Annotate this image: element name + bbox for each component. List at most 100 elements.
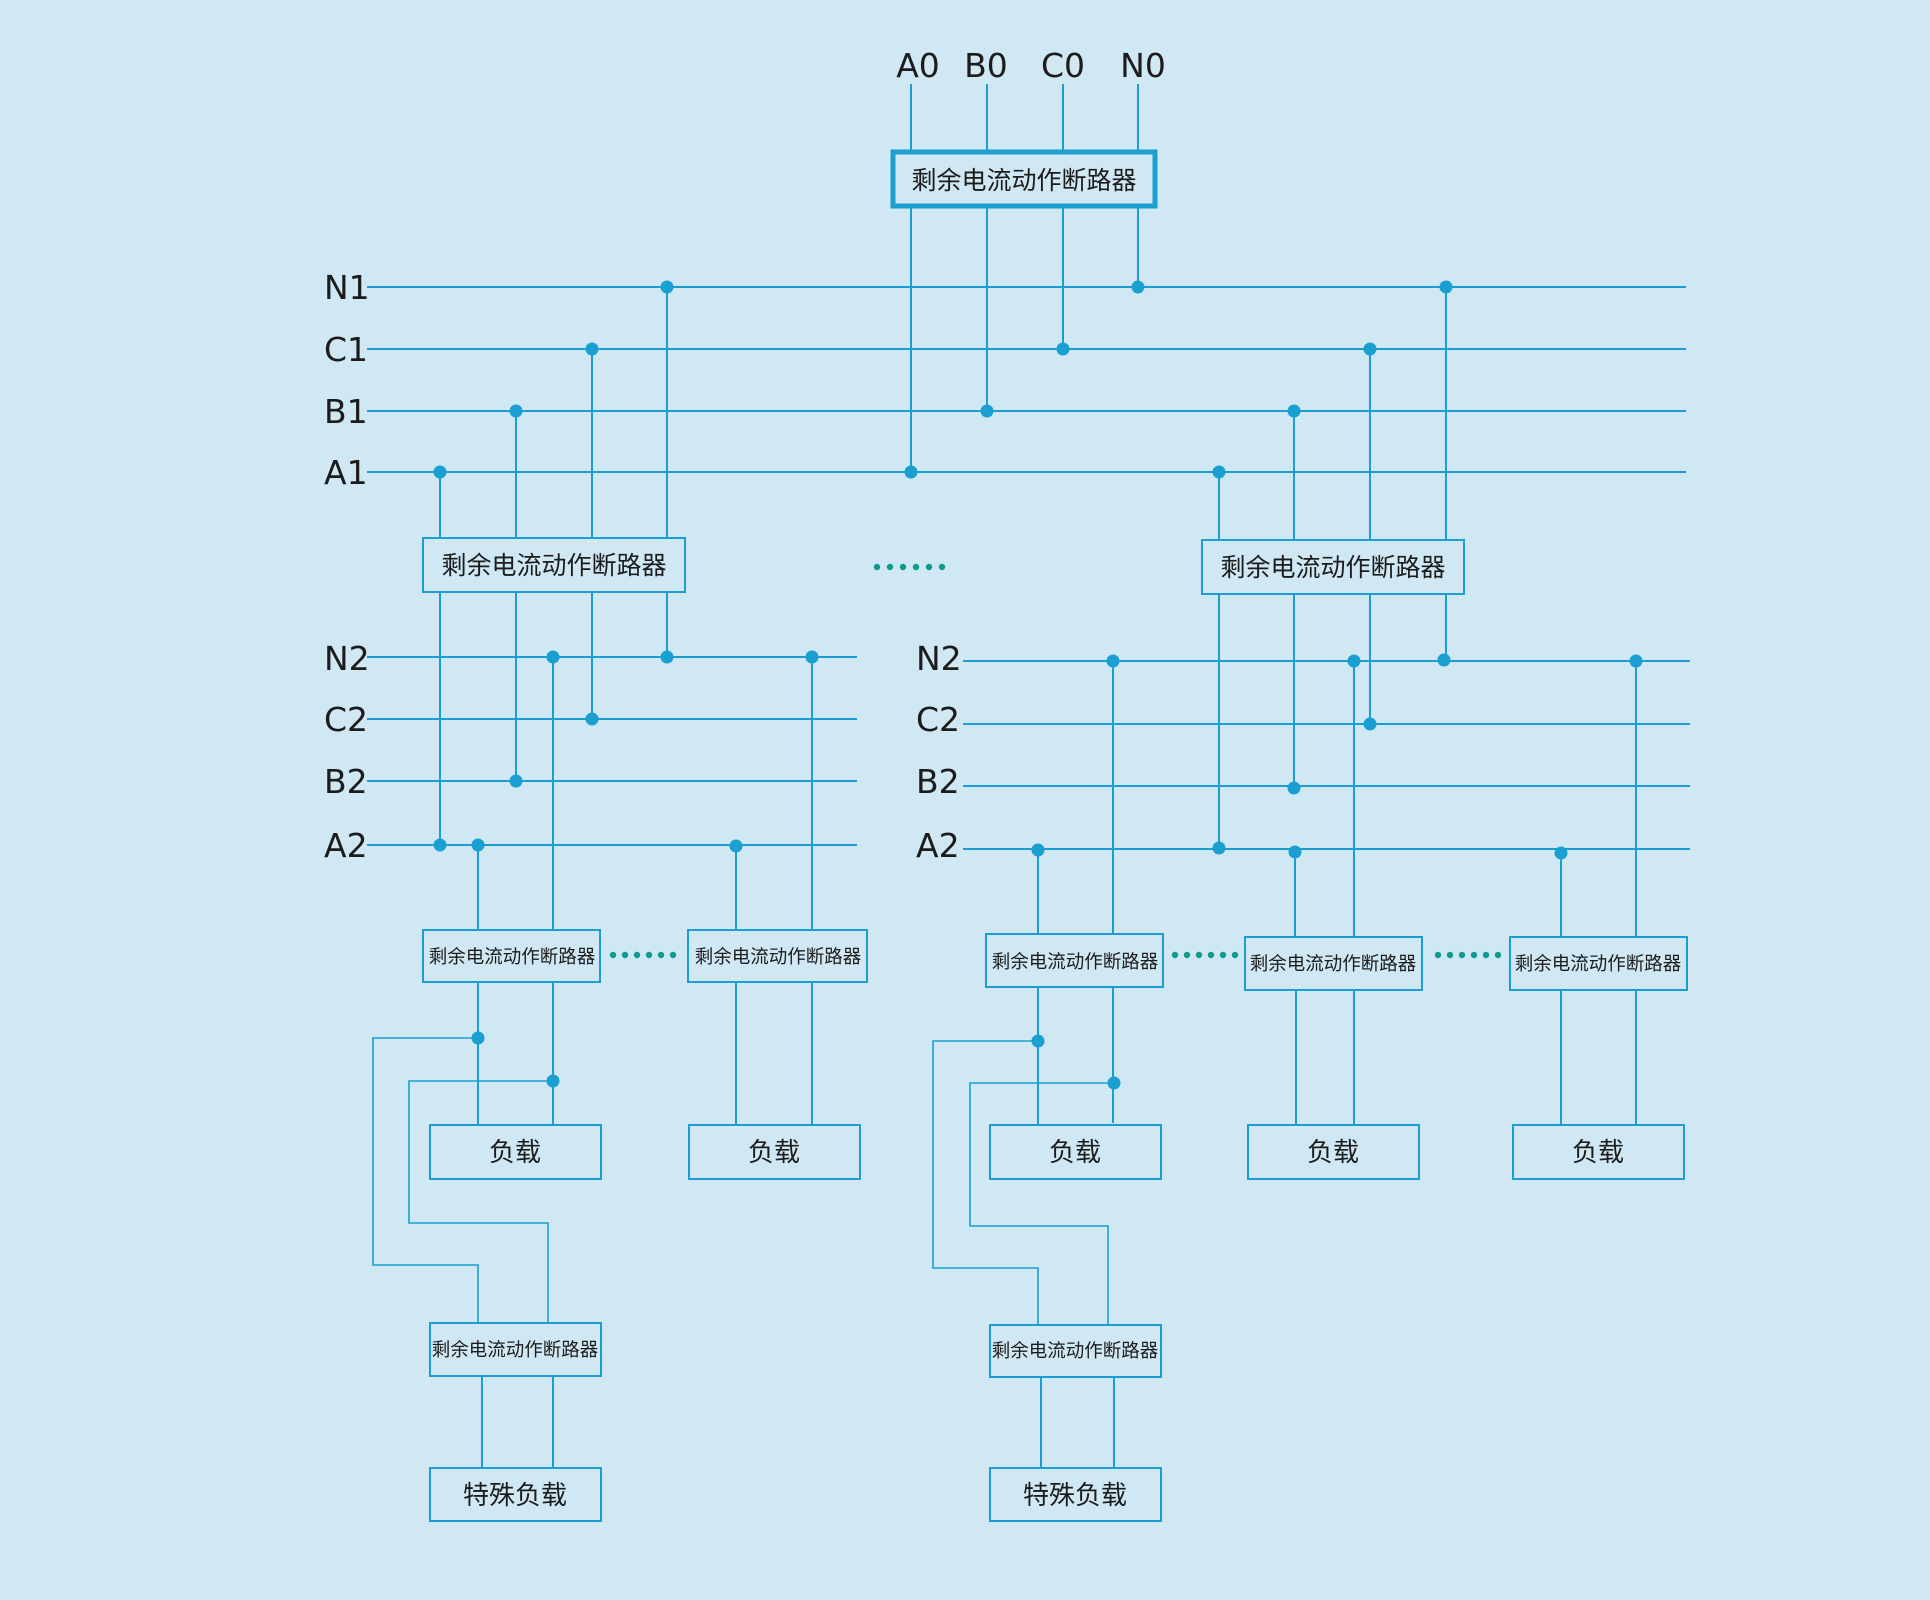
right-branch-breaker-label: 剩余电流动作断路器: [1220, 553, 1445, 582]
right-special-tap-2: [969, 1082, 1114, 1325]
ellipsis-dot: [1183, 951, 1191, 959]
junction-dot: [904, 465, 918, 479]
ellipsis-dot: [669, 951, 677, 959]
left-final-breaker-1-label: 剩余电流动作断路器: [429, 947, 596, 968]
bus1-label-b1: B1: [324, 392, 368, 431]
right-load-2-box: [1247, 1124, 1420, 1180]
main-breaker-box: [890, 149, 1158, 209]
right-special-load-box: [989, 1467, 1162, 1522]
junction-dot: [1363, 717, 1377, 731]
ellipsis-dot: [873, 563, 881, 571]
left-final-breaker-2-box: [687, 929, 868, 983]
bus-group-2-left: N2 C2 B2 A2: [324, 639, 857, 865]
right-special-breaker-box: [989, 1324, 1162, 1378]
ellipsis-dot: [621, 951, 629, 959]
ellipsis-dot: [1195, 951, 1203, 959]
bus1-label-n1: N1: [324, 268, 370, 307]
right-final-breakers: 剩余电流动作断路器 剩余电流动作断路器 剩余电流动作断路器: [932, 661, 1688, 1522]
ellipsis-dot: [1494, 951, 1502, 959]
junction-dot: [1287, 781, 1301, 795]
junction-dot: [585, 342, 599, 356]
bus2r-label-c2: C2: [916, 700, 960, 739]
junction-dot: [1131, 280, 1145, 294]
right-branch-breaker-box: [1201, 539, 1465, 595]
bus-group-2-right: N2 C2 B2 A2: [916, 639, 1690, 865]
junction-dot: [660, 650, 674, 664]
ellipsis-dot: [1458, 951, 1466, 959]
ellipsis-dot: [1470, 951, 1478, 959]
junction-dot: [660, 280, 674, 294]
left-load-2-label: 负载: [748, 1138, 800, 1168]
right-special-breaker-label: 剩余电流动作断路器: [992, 1341, 1159, 1362]
right-special-tap-1: [932, 1040, 1039, 1325]
junction-dot: [433, 465, 447, 479]
right-final-ellipsis-2: [1434, 951, 1502, 959]
left-load-1-box: [429, 1124, 602, 1180]
ellipsis-dot: [1219, 951, 1227, 959]
right-final-breaker-2-box: [1244, 936, 1423, 991]
ellipsis-dot: [1482, 951, 1490, 959]
left-final-breaker-2-label: 剩余电流动作断路器: [695, 947, 862, 968]
ellipsis-dot: [925, 563, 933, 571]
source-terminals: A0 B0 C0 N0: [896, 46, 1166, 152]
junction-dot: [433, 838, 447, 852]
left-special-tap-2: [408, 1080, 553, 1323]
left-final-breakers: 剩余电流动作断路器 剩余电流动作断路器 负载 负载 剩余电流动作断路器 特殊: [372, 657, 868, 1522]
left-special-load-box: [429, 1467, 602, 1522]
bus2l-label-n2: N2: [324, 639, 370, 678]
bus2r-label-a2: A2: [916, 826, 960, 865]
ellipsis-dot: [912, 563, 920, 571]
bus2l-label-a2: A2: [324, 826, 368, 865]
source-label-n0: N0: [1120, 46, 1166, 85]
ellipsis-dot: [938, 563, 946, 571]
bus2l-label-b2: B2: [324, 762, 368, 801]
right-load-1-box: [989, 1124, 1162, 1180]
junction-dot: [1437, 653, 1451, 667]
bus2r-label-n2: N2: [916, 639, 962, 678]
ellipsis-dot: [609, 951, 617, 959]
junction-dot: [509, 404, 523, 418]
right-final-breaker-3-box: [1509, 936, 1688, 991]
left-branch-breaker-label: 剩余电流动作断路器: [441, 551, 666, 580]
left-final-ellipsis: [609, 951, 677, 959]
junction-dot: [1212, 465, 1226, 479]
ellipsis-dot: [1446, 951, 1454, 959]
right-final-breaker-3-label: 剩余电流动作断路器: [1515, 954, 1682, 975]
left-special-breaker-label: 剩余电流动作断路器: [432, 1340, 599, 1361]
right-special-load-label: 特殊负载: [1023, 1481, 1127, 1511]
ellipsis-dot: [657, 951, 665, 959]
bus2l-label-c2: C2: [324, 700, 368, 739]
ellipsis-dot: [1207, 951, 1215, 959]
left-special-load-label: 特殊负载: [463, 1481, 567, 1511]
left-branch-breaker-box: [422, 537, 686, 593]
left-load-1-label: 负载: [489, 1138, 541, 1168]
left-load-2-box: [688, 1124, 861, 1180]
junction-dot: [980, 404, 994, 418]
main-breaker-label: 剩余电流动作断路器: [911, 166, 1136, 195]
ellipsis-dot: [886, 563, 894, 571]
right-load-3-box: [1512, 1124, 1685, 1180]
ellipsis-dot: [645, 951, 653, 959]
source-label-c0: C0: [1041, 46, 1085, 85]
junction-dot: [1212, 841, 1226, 855]
source-label-b0: B0: [964, 46, 1008, 85]
source-label-a0: A0: [896, 46, 940, 85]
left-feeder: 剩余电流动作断路器: [422, 280, 686, 845]
right-feeder: 剩余电流动作断路器: [1201, 280, 1465, 848]
left-final-breaker-1-box: [422, 929, 601, 983]
right-final-breaker-2-label: 剩余电流动作断路器: [1250, 954, 1417, 975]
junction-dot: [1363, 342, 1377, 356]
ellipsis-dot: [1171, 951, 1179, 959]
right-final-ellipsis-1: [1171, 951, 1239, 959]
left-special-breaker-box: [429, 1322, 602, 1377]
right-load-3-label: 负载: [1572, 1138, 1624, 1168]
bus-group-1: N1 C1 B1 A1: [324, 268, 1686, 492]
right-load-2-label: 负载: [1307, 1138, 1359, 1168]
right-load-1-label: 负载: [1049, 1138, 1101, 1168]
ellipsis-dot: [633, 951, 641, 959]
bus1-label-a1: A1: [324, 453, 368, 492]
junction-dot: [1439, 280, 1453, 294]
right-final-breaker-1-box: [985, 933, 1164, 988]
right-final-breaker-1-label: 剩余电流动作断路器: [992, 952, 1159, 973]
